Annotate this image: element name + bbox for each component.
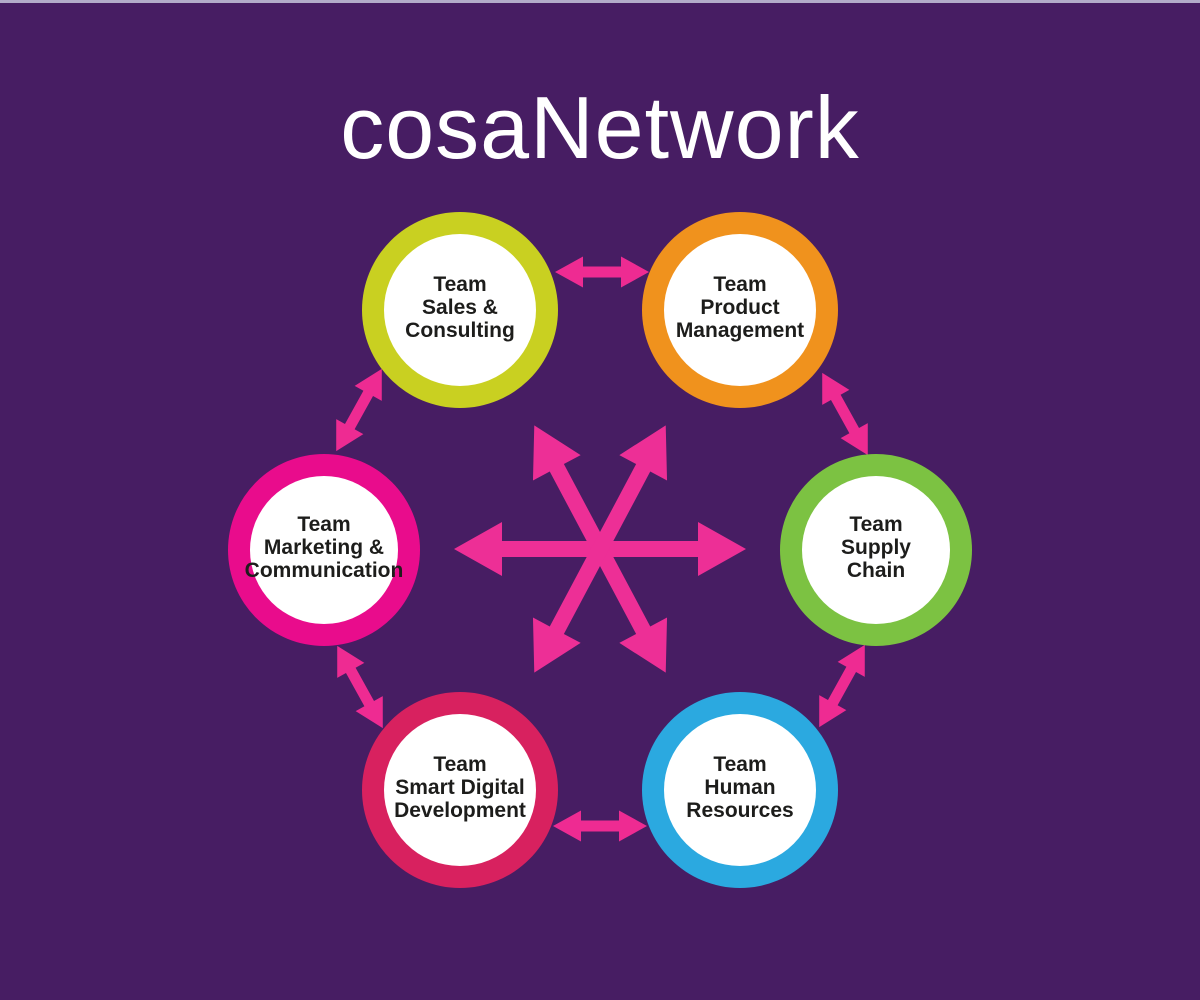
team-circle-marketing-communication: Team Marketing & Communication: [228, 454, 420, 646]
team-label-line: Product: [700, 296, 779, 319]
top-edge-line: [0, 0, 1200, 3]
team-label-line: Consulting: [405, 319, 515, 342]
team-label-line: Chain: [847, 559, 905, 582]
circle-inner-smart-digital-development: [384, 714, 536, 866]
team-label-line: Team: [713, 753, 766, 776]
center-hub-arrows: [454, 425, 746, 673]
circle-inner-sales-consulting: [384, 234, 536, 386]
team-circle-smart-digital-development: Team Smart Digital Development: [362, 692, 558, 888]
team-label-line: Management: [676, 319, 804, 342]
team-label-line: Resources: [686, 799, 793, 822]
team-label-line: Sales &: [422, 296, 498, 319]
team-label-line: Team: [849, 513, 902, 536]
connector-smart-hr-icon: [553, 810, 647, 842]
connector-marketing-sales-icon: [336, 368, 382, 452]
team-label-line: Marketing &: [264, 536, 384, 559]
connector-product-supply-icon: [822, 372, 868, 456]
team-label-line: Supply: [841, 536, 911, 559]
team-circle-supply-chain: Team Supply Chain: [780, 454, 972, 646]
team-label-line: Team: [433, 753, 486, 776]
hub-arrow-diagonal-up-icon: [532, 425, 668, 673]
connector-sales-product-icon: [555, 256, 649, 288]
team-label-line: Team: [713, 273, 766, 296]
team-label-line: Team: [433, 273, 486, 296]
connector-arrows: [336, 256, 868, 842]
circle-inner-supply-chain: [802, 476, 950, 624]
circle-inner-product-management: [664, 234, 816, 386]
team-label-line: Development: [394, 799, 526, 822]
circle-inner-human-resources: [664, 714, 816, 866]
team-label-line: Smart Digital: [395, 776, 525, 799]
team-circle-sales-consulting: Team Sales & Consulting: [362, 212, 558, 408]
team-label-line: Team: [297, 513, 350, 536]
page-title: cosaNetwork: [340, 78, 860, 177]
connector-marketing-smart-icon: [337, 645, 383, 729]
circle-inner-marketing-communication: [250, 476, 398, 624]
team-circle-product-management: Team Product Management: [642, 212, 838, 408]
connector-supply-hr-icon: [819, 644, 865, 728]
team-circle-human-resources: Team Human Resources: [642, 692, 838, 888]
team-label-line: Communication: [245, 559, 404, 582]
team-label-line: Human: [704, 776, 775, 799]
